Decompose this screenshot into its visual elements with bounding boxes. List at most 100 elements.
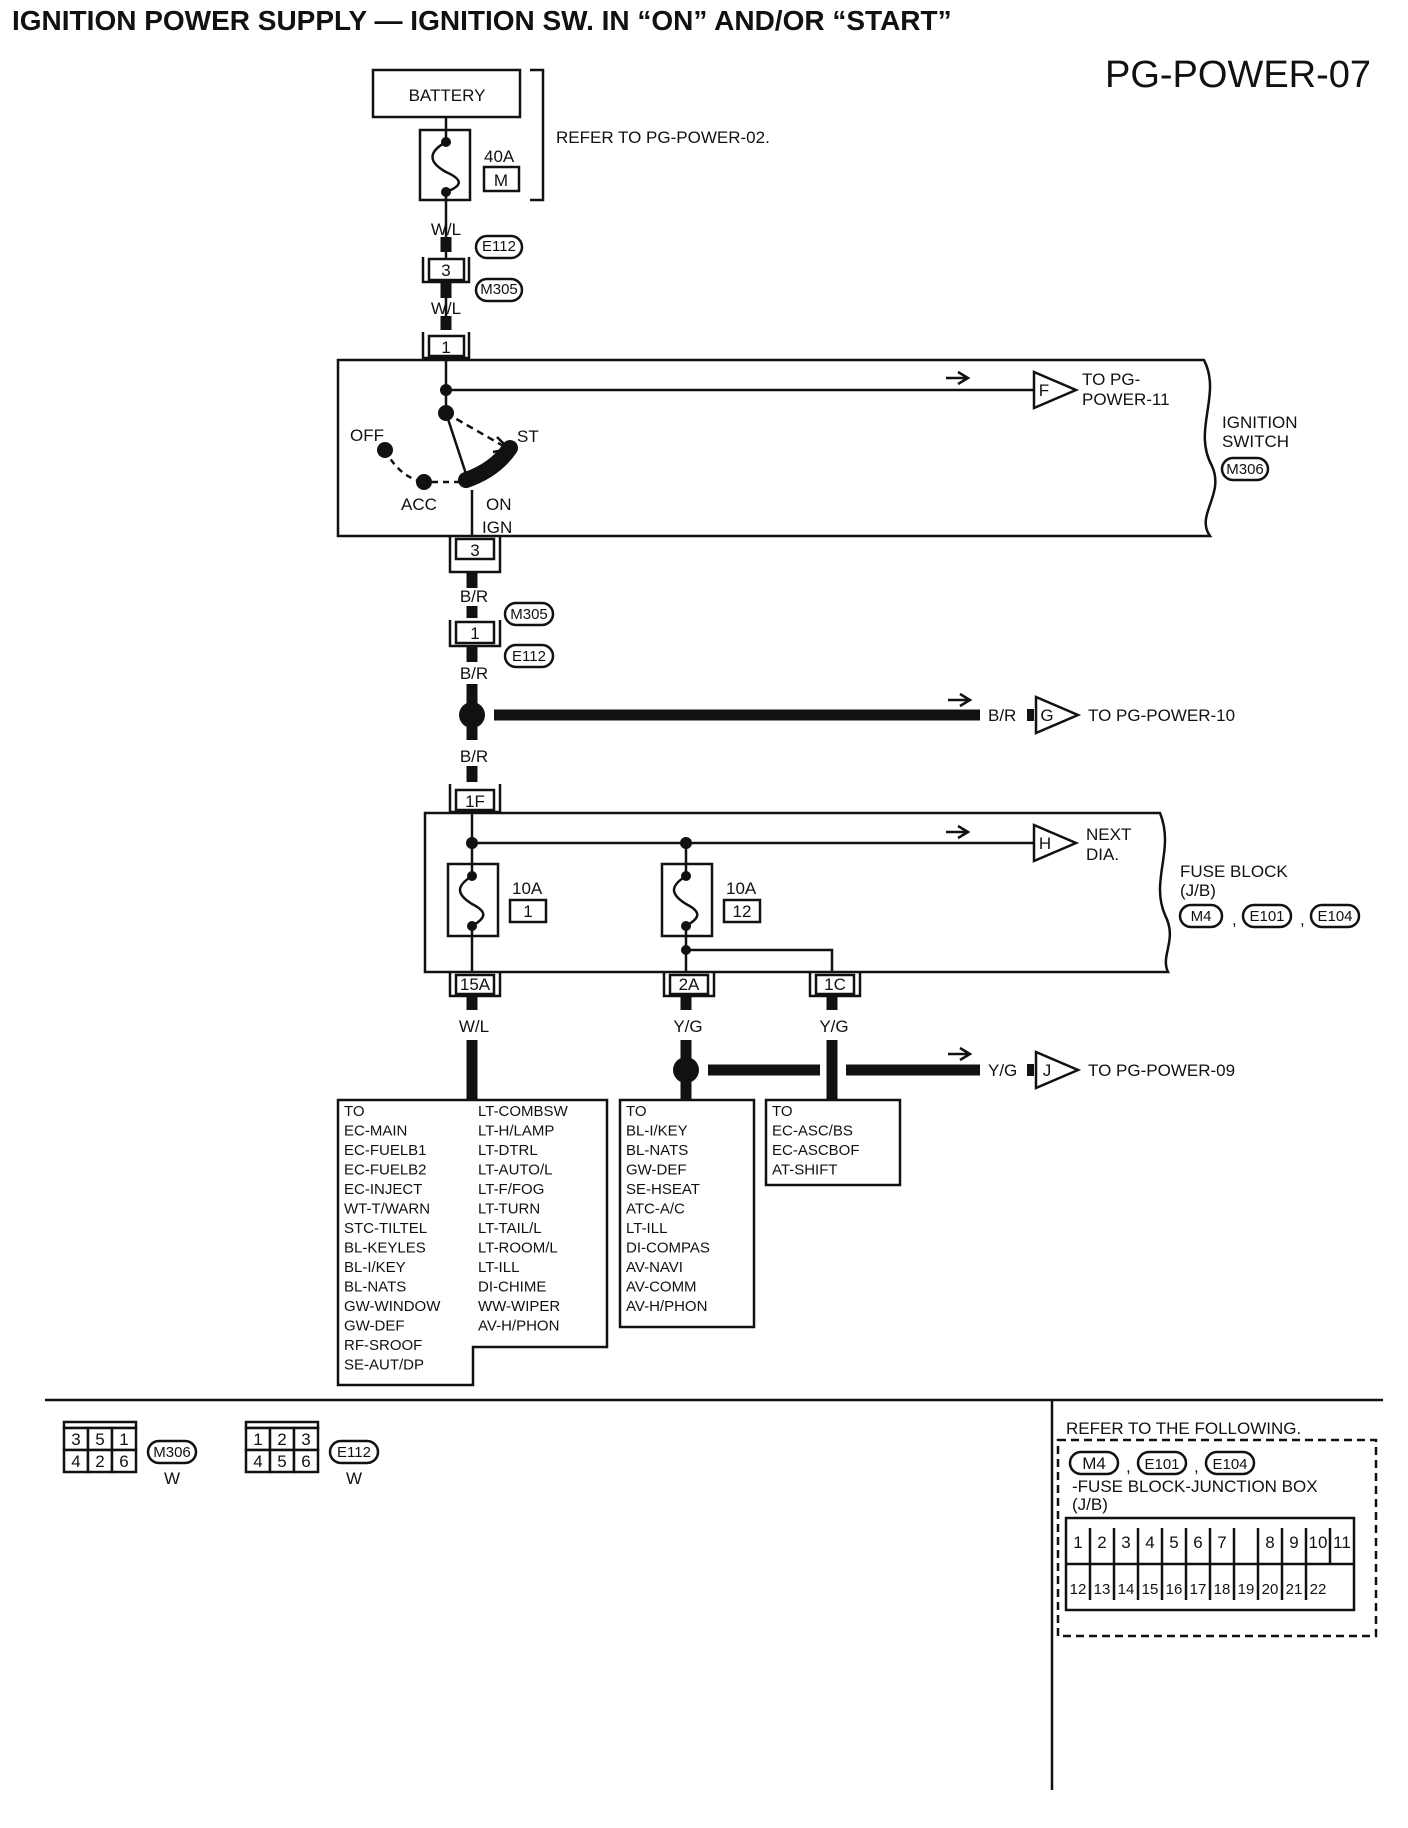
dest-list-2-box — [618, 1098, 756, 1329]
connector-tag-name: M306 — [153, 1444, 191, 1461]
jb-pin-number: 7 — [1217, 1533, 1226, 1552]
dest-list-item: LT-TAIL/L — [478, 1220, 542, 1237]
dest-list-item: BL-I/KEY — [344, 1259, 406, 1276]
switch-pos-acc: ACC — [401, 495, 437, 514]
connector-pin-box — [454, 788, 496, 812]
connector-tag-e104-oval — [1204, 1450, 1256, 1476]
battery-refer-note: REFER TO PG-POWER-02. — [556, 128, 770, 147]
dest-list-item: AV-COMM — [626, 1279, 697, 1296]
connector-tag-m306: M306 — [1226, 461, 1264, 478]
connector-pin-box — [668, 973, 710, 996]
battery-box — [371, 68, 522, 119]
dest-list-item: WT-T/WARN — [344, 1201, 430, 1218]
connector-h-flag — [1032, 823, 1080, 863]
dest-list-item: AV-NAVI — [626, 1259, 683, 1276]
jb-pin-number: 18 — [1214, 1581, 1231, 1598]
dest-list-item: LT-ILL — [626, 1220, 667, 1237]
fuse-1-number-box — [508, 898, 548, 924]
dest-list-item: STC-TILTEL — [344, 1220, 427, 1237]
splice-dot — [459, 702, 485, 728]
jb-pin-number: 11 — [1333, 1533, 1351, 1552]
dest-list-item: EC-ASCBOF — [772, 1142, 860, 1159]
dest-list-item: DI-CHIME — [478, 1279, 546, 1296]
fuse-block-name-line2: (J/B) — [1180, 881, 1216, 900]
fuse-block-next-line2: DIA. — [1086, 845, 1119, 864]
jb-pin-number: 21 — [1286, 1581, 1303, 1598]
dest-list-1-col1: TOEC-MAINEC-FUELB1EC-FUELB2EC-INJECTWT-T… — [344, 1103, 441, 1374]
fuse-40a-rating: 40A — [484, 147, 515, 166]
connector-tag-oval — [146, 1439, 198, 1465]
connector-tag-e101: E101 — [1249, 908, 1284, 925]
dest-list-item: LT-DTRL — [478, 1142, 538, 1159]
jb-pin-number: 15 — [1142, 1581, 1159, 1598]
dest-list-item: GW-WINDOW — [344, 1298, 441, 1315]
refer-box-line2: (J/B) — [1072, 1495, 1108, 1514]
jb-pin-number: 19 — [1238, 1581, 1255, 1598]
connector-pin-number: 5 — [277, 1452, 286, 1471]
diagram-title: IGNITION POWER SUPPLY — IGNITION SW. IN … — [12, 5, 952, 36]
connector-pin-box — [454, 537, 496, 561]
wire-color-label: B/R — [460, 587, 488, 606]
connector-pin-number: 2 — [95, 1452, 104, 1471]
jb-pin-number: 17 — [1190, 1581, 1207, 1598]
connector-tag-m305: M305 — [510, 606, 548, 623]
connector-pin-box — [814, 973, 856, 996]
dest-list-item: SE-HSEAT — [626, 1181, 700, 1198]
jb-pin-number: 1 — [1073, 1533, 1082, 1552]
jb-pin-number: 20 — [1262, 1581, 1279, 1598]
fuse-block-next-line1: NEXT — [1086, 825, 1131, 844]
connector-tag-m4: M4 — [1082, 1454, 1106, 1473]
connector-separator: , — [1232, 910, 1237, 929]
connector-pin-number: 1 — [253, 1430, 262, 1449]
switch-output-line1: TO PG- — [1082, 370, 1140, 389]
fuse-1-icon — [458, 874, 485, 928]
wire-color-label: B/R — [460, 664, 488, 683]
wire-color-label: Y/G — [988, 1061, 1017, 1080]
dest-list-item: AV-H/PHON — [626, 1298, 707, 1315]
dest-list-item: WW-WIPER — [478, 1298, 560, 1315]
battery-label: BATTERY — [409, 86, 486, 105]
connector-pin-15a: 15A — [460, 975, 491, 994]
dest-list-item: BL-NATS — [344, 1279, 406, 1296]
arrow-right-icon — [946, 370, 971, 386]
refer-box-line1: -FUSE BLOCK-JUNCTION BOX — [1072, 1477, 1318, 1496]
jb-pin-number: 12 — [1070, 1581, 1087, 1598]
arrow-right-icon — [946, 824, 971, 840]
fuse-40a-icon — [431, 140, 460, 194]
connector-tag-m4-oval — [1068, 1450, 1120, 1476]
fuse-12-number-box — [722, 898, 762, 924]
fuse-12-icon — [672, 874, 699, 928]
wire-color-label: Y/G — [673, 1017, 702, 1036]
dest-list-item: LT-H/LAMP — [478, 1123, 554, 1140]
switch-output-line2: POWER-11 — [1082, 390, 1170, 409]
connector-tag-m4: M4 — [1191, 908, 1212, 925]
ignition-switch-box — [336, 358, 1217, 538]
dest-list-item: LT-COMBSW — [478, 1103, 569, 1120]
dest-list-item: AV-H/PHON — [478, 1318, 559, 1335]
dest-list-1-box — [336, 1098, 609, 1387]
connector-separator: , — [1126, 1457, 1131, 1476]
connector-pin-1c: 1C — [824, 975, 846, 994]
connector-tag-e112-oval — [503, 643, 555, 669]
connector-g-flag — [1034, 695, 1082, 735]
dest-list-item: GW-DEF — [344, 1318, 405, 1335]
connector-tag-e101-oval — [1241, 903, 1293, 929]
connector-pin-3: 3 — [441, 261, 450, 280]
jb-pin-number: 2 — [1097, 1533, 1106, 1552]
dest-list-item: EC-INJECT — [344, 1181, 422, 1198]
dest-list-item: LT-AUTO/L — [478, 1162, 552, 1179]
connector-pin-3: 3 — [470, 541, 479, 560]
refer-box — [1056, 1438, 1378, 1638]
jb-pin-number: 22 — [1310, 1581, 1327, 1598]
dest-list-item: GW-DEF — [626, 1162, 687, 1179]
switch-on-st-contact — [458, 440, 518, 488]
dest-list-2: TOBL-I/KEYBL-NATSGW-DEFSE-HSEATATC-A/CLT… — [626, 1103, 710, 1315]
connector-pin-box — [454, 973, 496, 996]
wire-color-label: B/R — [460, 747, 488, 766]
switch-acc-dot — [416, 474, 432, 490]
connector-pin-number: 6 — [301, 1452, 310, 1471]
battery-bracket — [530, 68, 545, 202]
connector-tag-e101: E101 — [1144, 1456, 1179, 1473]
connector-tag-m4-oval — [1178, 903, 1224, 929]
dest-list-item: BL-KEYLES — [344, 1240, 426, 1257]
